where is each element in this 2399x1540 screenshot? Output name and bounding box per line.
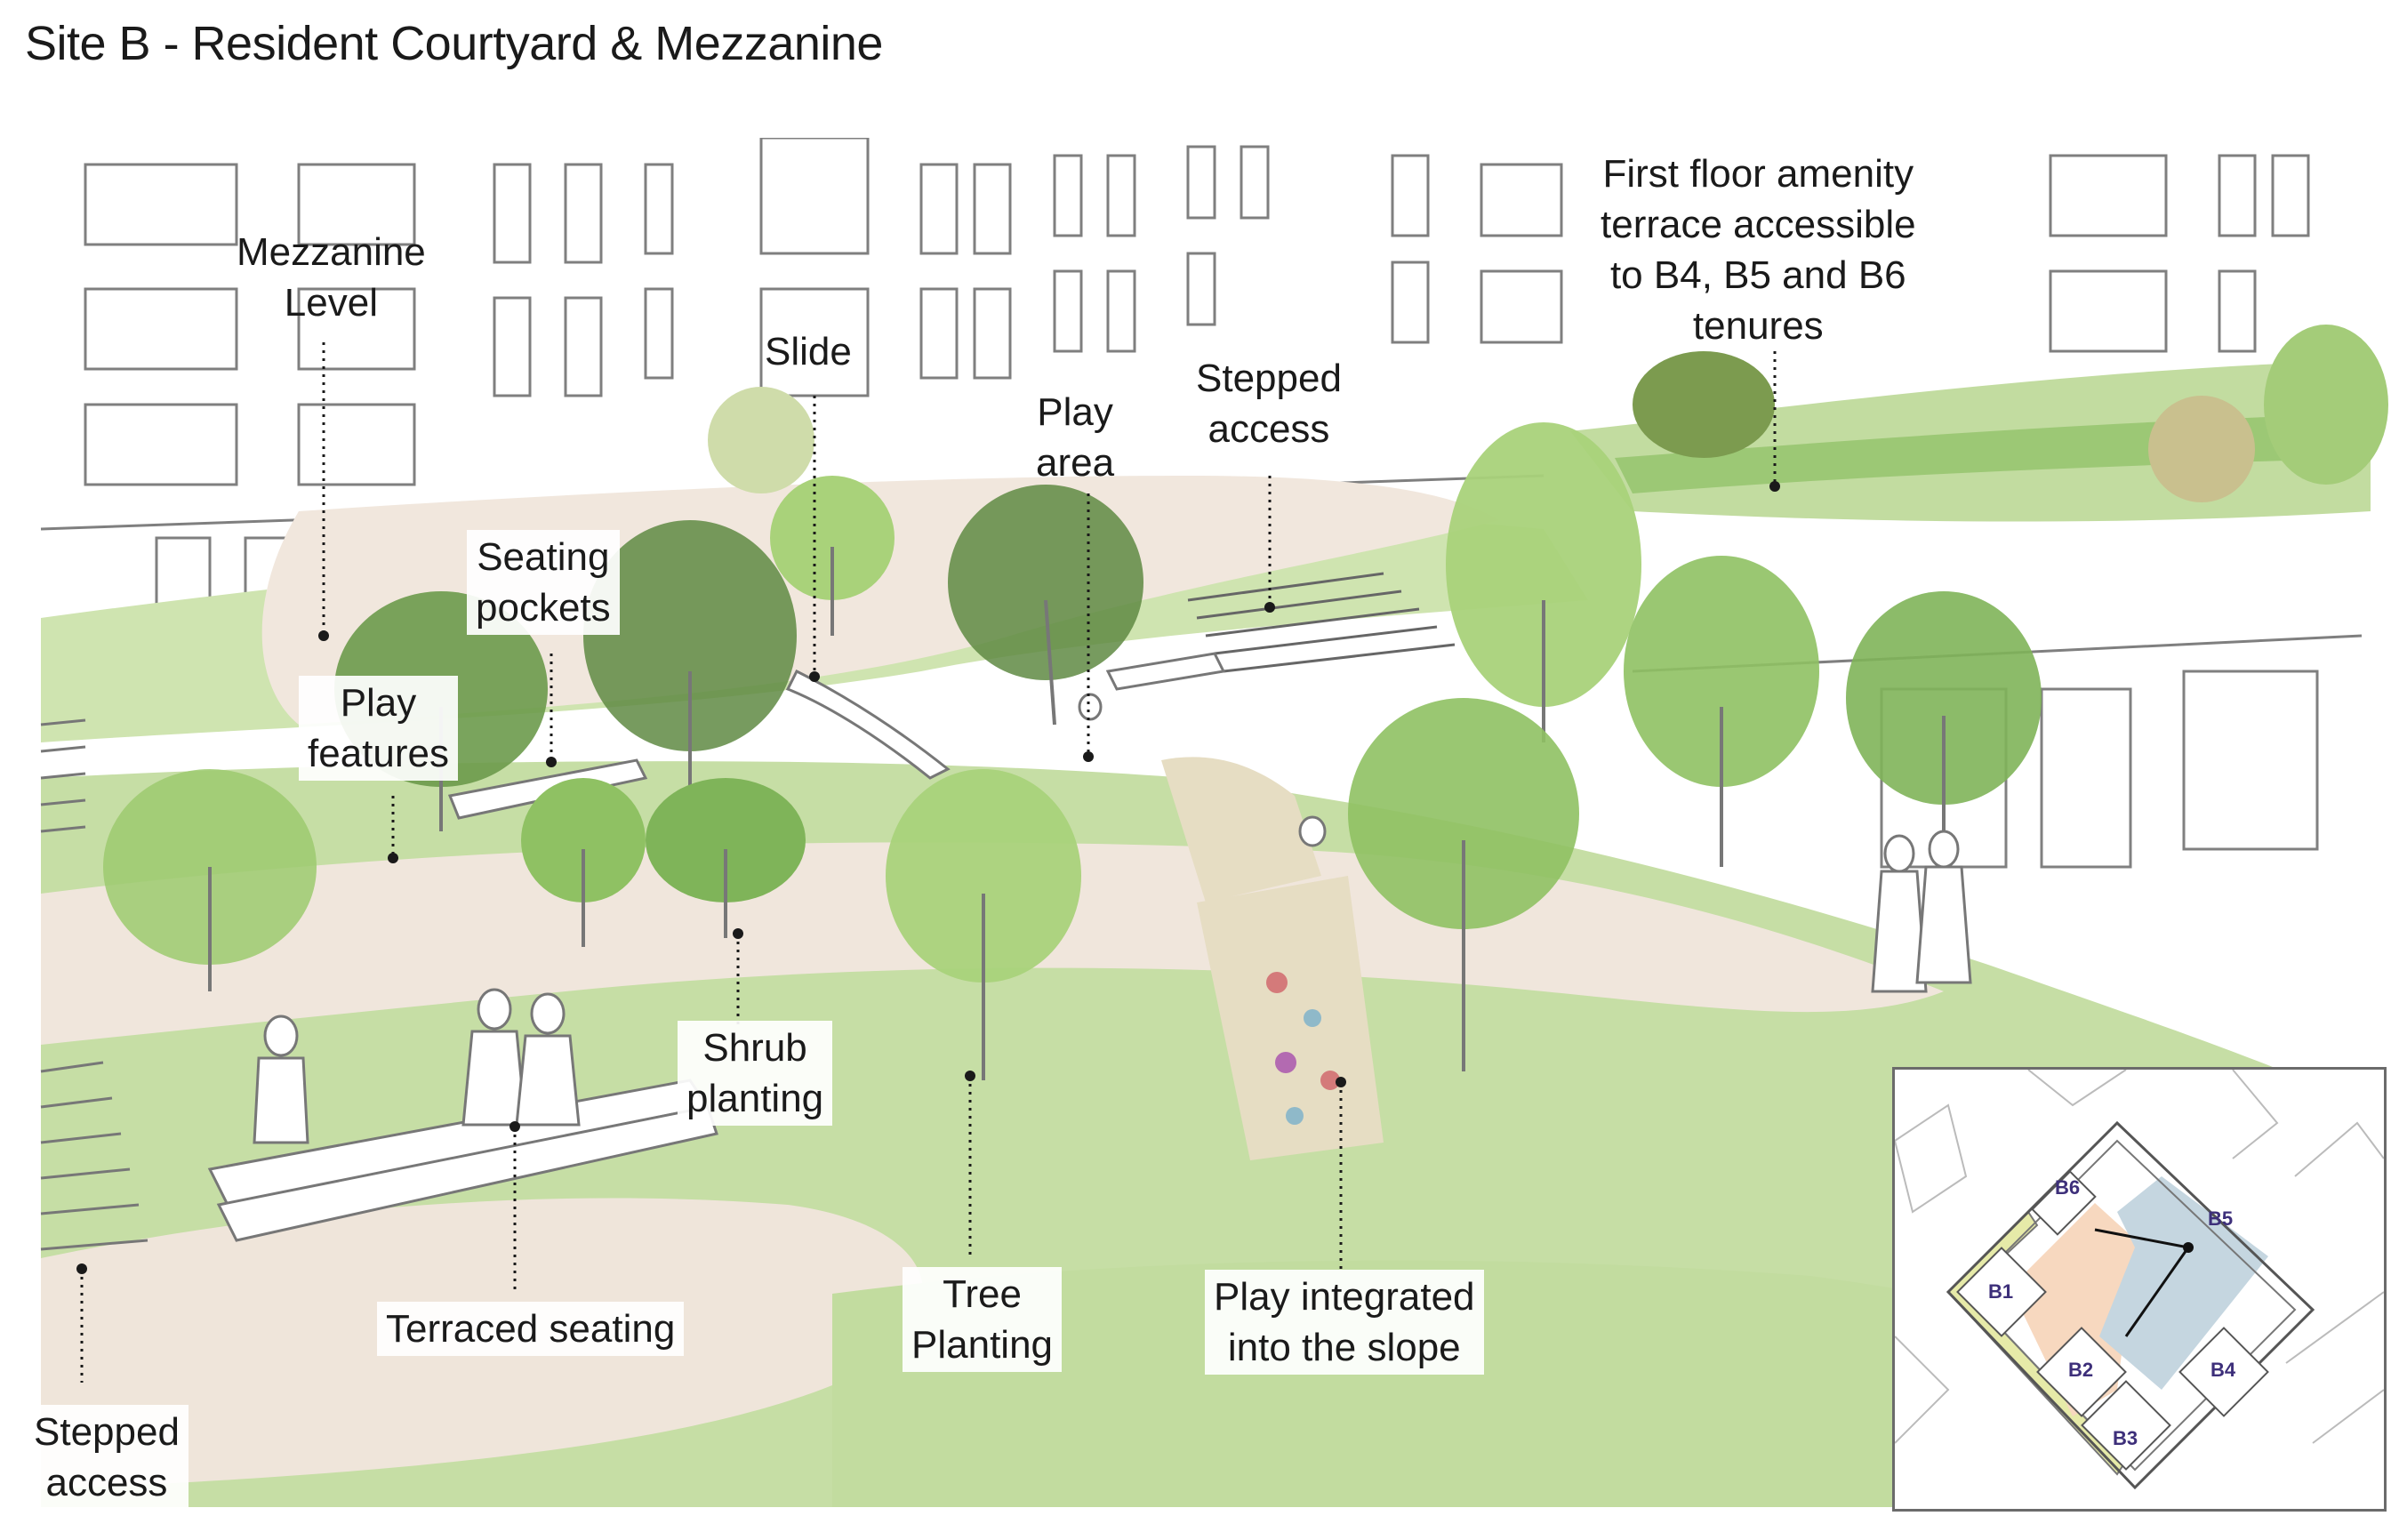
bench-upper [447,652,1226,820]
label-stepped-access-bottom: Stepped access [25,1405,189,1510]
tree [948,485,1143,726]
upper-climbing-strip [1161,757,1321,902]
key-plan-outline [1946,1120,2315,1490]
tree [2264,325,2388,485]
terraced-seating-benches [207,1079,718,1242]
page-title: Site B - Resident Courtyard & Mezzanine [25,17,883,70]
label-shrub-planting: Shrub planting [678,1021,833,1126]
tree [2148,396,2255,502]
label-play-integrated: Play integrated into the slope [1205,1270,1484,1375]
key-plan: B6 B5 B1 B2 B4 B3 [1892,1067,2387,1512]
leader-lines [80,342,1777,1383]
climbing-holds [1266,972,1340,1125]
key-plan-label-b3: B3 [2113,1427,2138,1449]
tree [521,778,646,947]
label-mezzanine-level: Mezzanine Level [237,230,426,325]
key-plan-label-b6: B6 [2055,1176,2081,1199]
label-terraced-seating: Terraced seating [377,1302,685,1356]
key-plan-label-b1: B1 [1988,1280,2014,1303]
label-play-features: Play features [299,676,458,781]
tree [103,769,317,991]
tree [770,476,895,636]
leader-dots [76,481,1780,1274]
trees [103,325,2388,1080]
key-plan-label-b5: B5 [2208,1207,2234,1230]
label-play-area: Play area [1036,390,1115,485]
key-plan-drawing [1895,1070,2384,1490]
label-first-floor-terrace: First floor amenity terrace accessible t… [1601,152,1916,348]
tree [646,778,806,938]
stairs-left [40,718,148,1251]
people [253,693,1972,1144]
label-tree-planting: Tree Planting [903,1267,1063,1372]
tree [1633,351,1775,458]
label-slide: Slide [765,330,852,373]
tree [1446,422,1641,742]
tree [1348,698,1579,1071]
key-plan-blue-zone [2099,1176,2268,1390]
tree [886,769,1081,1080]
stairs-top [1187,572,1456,673]
label-seating-pockets: Seating pockets [467,530,620,635]
key-plan-label-b4: B4 [2210,1359,2236,1381]
slide [785,669,951,780]
climbing-slope [1197,876,1384,1160]
tree [1624,556,1819,867]
tree [708,387,814,493]
key-plan-label-b2: B2 [2068,1359,2094,1381]
foreground-lawn [832,1260,2166,1507]
label-stepped-access-top: Stepped access [1196,357,1342,451]
